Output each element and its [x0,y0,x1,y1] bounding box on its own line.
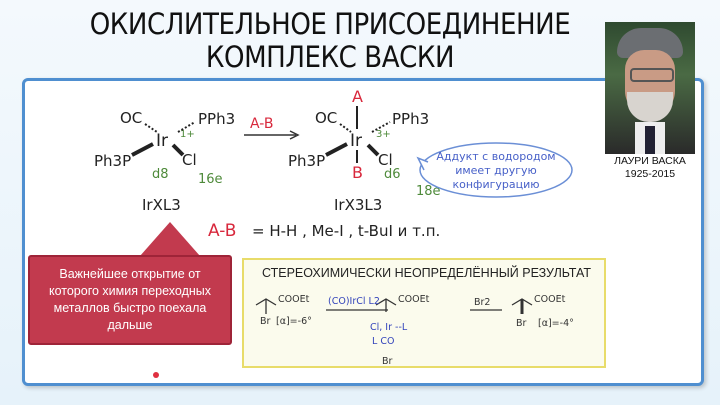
reactant-oc: OC [120,109,142,127]
bond-wedge [171,143,185,157]
reactant-d: d8 [152,167,169,182]
product-d: d6 [384,167,401,182]
reactant-pph3-left: Ph3P [94,152,131,170]
title-line-2: КОМПЛЕКС ВАСКИ [205,40,455,74]
bond-wedge [366,143,380,157]
stereo-scheme: COOEt Br [α]=-6° COOEt Br Br2 COOEt Br [… [255,294,574,367]
speech-bubble [419,142,573,198]
bubble-line-2: имеет другую [455,164,537,177]
reagent-2: Br2 [474,297,490,308]
callout-pointer [140,222,200,256]
examples-rhs: = H-H , Me-I , t-BuI и т.п. [252,222,440,240]
reactant-cl: Cl [182,151,197,169]
bubble-line-1: Аддукт с водородом [436,150,555,163]
reagent-1: (CO)IrCl L2 [328,296,380,307]
portrait-photo [605,22,695,154]
reactant-ox: 1+ [180,129,195,140]
reactant-formula: IrXL3 [142,196,181,214]
reactant-metal: Ir [156,131,168,151]
product-cl: Cl [378,151,393,169]
product-electrons: 18e [416,184,441,199]
br-1: Br [260,316,271,327]
product-b: B [352,163,363,182]
slide-title: ОКИСЛИТЕЛЬНОЕ ПРИСОЕДИНЕНИЕ КОМПЛЕКС ВАС… [87,8,573,74]
substrate-3: COOEt [534,294,566,305]
product-oc: OC [315,109,337,127]
examples-lhs: A-B [208,221,236,241]
alpha-1: [α]=-6° [276,316,312,327]
ir-complex-bottom: L CO [372,336,394,347]
bond-dashed [144,123,158,133]
arrow-label: A-B [250,116,273,132]
stereochemistry-box: СТЕРЕОХИМИЧЕСКИ НЕОПРЕДЕЛЁННЫЙ РЕЗУЛЬТАТ… [242,258,606,368]
alpha-3: [α]=-4° [538,318,574,329]
reactant-electrons: 16e [198,172,223,187]
portrait-caption: ЛАУРИ ВАСКА 1925-2015 [603,155,697,181]
br-3: Br [516,318,527,329]
br-2: Br [382,356,393,367]
callout-box: Важнейшее открытие от которого химия пер… [28,255,232,345]
bond-wedge [131,142,154,157]
portrait-years: 1925-2015 [624,168,676,180]
reactant-pph3-top: PPh3 [198,110,235,128]
ir-complex-top: Cl, Ir --L [370,322,408,333]
product-pph3-top: PPh3 [392,110,429,128]
bubble-tail [416,156,429,171]
stereo-heading: СТЕРЕОХИМИЧЕСКИ НЕОПРЕДЕЛЁННЫЙ РЕЗУЛЬТАТ [262,266,591,280]
arrow-head-icon [289,130,300,140]
bond-dashed [177,121,196,133]
portrait-name: ЛАУРИ ВАСКА [614,155,686,167]
product-pph3-left: Ph3P [288,152,325,170]
product-a: A [352,87,363,106]
substrate-1: COOEt [278,294,310,305]
bubble-line-3: конфигурацию [452,178,539,191]
pointer-dot [153,372,159,378]
product-ox: 3+ [376,129,391,140]
product-metal: Ir [350,131,362,151]
bond-wedge [325,142,348,157]
title-line-1: ОКИСЛИТЕЛЬНОЕ ПРИСОЕДИНЕНИЕ [89,7,571,41]
substrate-2: COOEt [398,294,430,305]
product-formula: IrX3L3 [334,196,382,214]
bond-dashed [371,121,391,133]
